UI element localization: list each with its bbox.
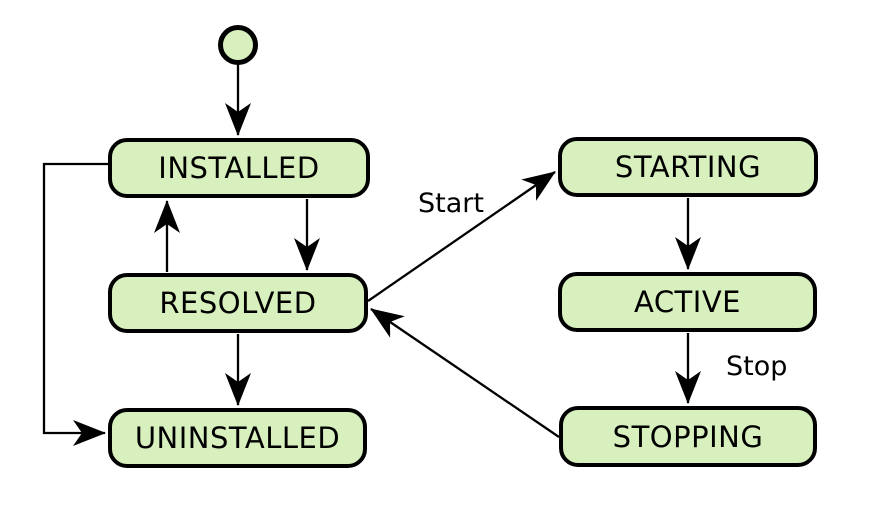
state-resolved: RESOLVED [108, 273, 368, 333]
state-label: RESOLVED [159, 286, 317, 320]
state-stopping: STOPPING [559, 406, 817, 467]
state-label: ACTIVE [633, 285, 741, 319]
initial-state-marker [218, 25, 258, 65]
transition-resolved-to-starting [367, 171, 556, 302]
state-label: INSTALLED [158, 151, 320, 185]
transition-installed-to-uninstalled [42, 162, 108, 446]
transition-label-stop: Stop [726, 351, 788, 382]
state-installed: INSTALLED [108, 138, 370, 198]
state-label: UNINSTALLED [134, 421, 341, 455]
state-label: STOPPING [612, 419, 764, 454]
state-starting: STARTING [558, 137, 818, 197]
state-active: ACTIVE [558, 272, 817, 332]
transition-stopping-to-resolved [370, 308, 560, 438]
state-label: STARTING [614, 150, 762, 184]
state-uninstalled: UNINSTALLED [108, 408, 367, 468]
transition-label-start: Start [418, 188, 484, 219]
